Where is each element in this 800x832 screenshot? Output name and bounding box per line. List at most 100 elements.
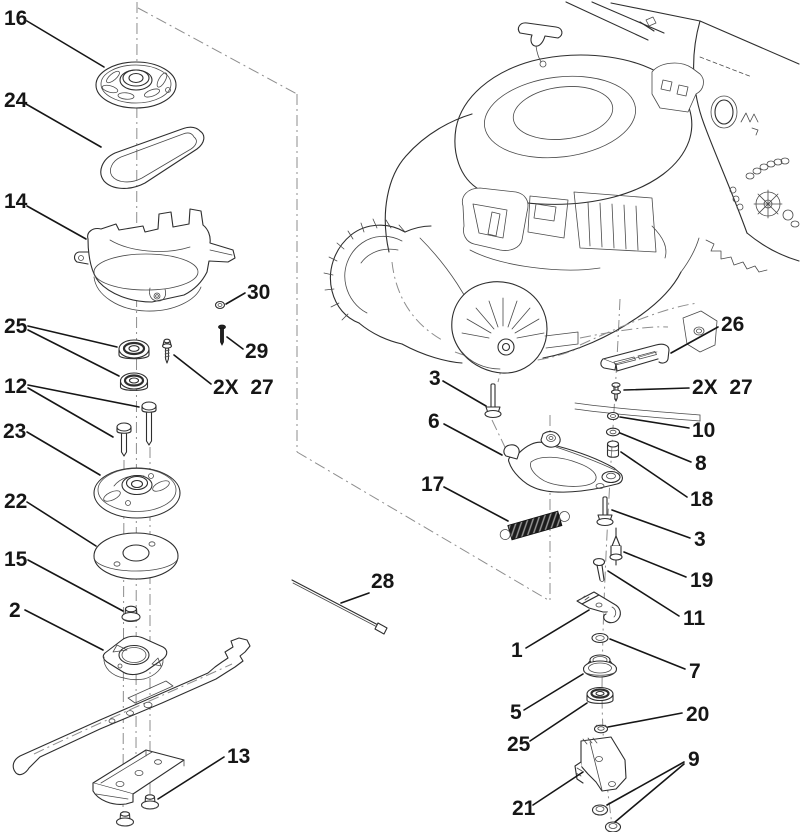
bearing-cup: [582, 654, 618, 678]
flange-nut-13-b: [115, 811, 135, 827]
screw-27-left: [161, 338, 173, 364]
callout-label-14: 14: [4, 190, 28, 213]
leader-line-28: [340, 592, 370, 604]
screw-29: [218, 324, 226, 346]
leader-line-7: [609, 638, 686, 670]
callout-label-10: 10: [692, 419, 715, 442]
leader-line-26: [670, 326, 719, 354]
callout-label-27R: 2X 27: [692, 376, 753, 399]
rear-bracket: [682, 310, 718, 353]
recoil-starter: [484, 75, 636, 159]
callout-label-25L: 25: [4, 315, 28, 338]
leader-line-9-1: [614, 763, 685, 823]
handle-tubes: [565, 1, 665, 41]
extension-spring: [499, 510, 570, 541]
callout-label-16: 16: [4, 7, 27, 30]
washer-7: [591, 632, 609, 644]
bolt-3-right: [596, 496, 614, 527]
belt-cover: [74, 208, 236, 312]
bracket-1: [576, 591, 621, 624]
callout-label-5: 5: [510, 701, 522, 724]
bolt-3-left: [484, 383, 502, 419]
callout-label-30: 30: [247, 281, 270, 304]
engine-base: [461, 187, 667, 271]
washer-30: [214, 300, 226, 310]
engine-control-bracket: [651, 62, 704, 113]
callout-label-18: 18: [690, 488, 714, 511]
callout-label-21: 21: [512, 797, 536, 820]
wheel-cover: [451, 281, 579, 374]
callout-label-17: 17: [421, 473, 444, 496]
callout-label-11: 11: [683, 607, 706, 630]
spacer-18: [606, 440, 620, 458]
bearing-upper: [118, 339, 150, 360]
leader-line-24: [25, 103, 102, 148]
leader-line-10: [619, 416, 690, 429]
callout-label-27L: 2X 27: [213, 376, 274, 399]
bracket-26: [600, 343, 670, 372]
starter-handle: [517, 22, 563, 68]
drive-belt: [100, 126, 205, 189]
leader-line-25R: [529, 702, 588, 742]
leader-line-12-1: [27, 387, 114, 438]
construction-lines: [122, 1, 621, 832]
leader-line-25L: [27, 325, 118, 348]
nut-9-b: [604, 821, 622, 832]
leader-line-14: [26, 205, 87, 240]
leader-line-9: [606, 761, 685, 806]
leader-line-20: [607, 712, 683, 728]
bearing-25-right: [586, 686, 614, 704]
right-assembly: [291, 343, 670, 832]
leader-line-5: [523, 673, 584, 711]
blade-support-plate: [92, 749, 185, 805]
blade-stop-disc: [93, 532, 179, 580]
callout-label-8: 8: [695, 452, 707, 475]
callout-label-3L: 3: [429, 367, 441, 390]
leader-line-3R: [611, 509, 691, 539]
callout-label-29: 29: [245, 340, 268, 363]
callout-label-1: 1: [511, 639, 523, 662]
cover-fins: [461, 297, 545, 339]
leader-line-2: [24, 609, 104, 651]
leader-line-15: [27, 559, 124, 612]
callout-label-9: 9: [688, 748, 700, 771]
leader-line-27L: [173, 354, 212, 385]
leader-line-25L-1: [27, 329, 120, 377]
leader-line-30: [225, 292, 246, 305]
bolt-12-left: [116, 422, 132, 457]
leader-line-3L: [442, 380, 487, 407]
left-assembly: [12, 61, 251, 827]
nut-20: [593, 724, 609, 734]
callout-label-2: 2: [9, 599, 21, 622]
leader-line-21: [532, 771, 584, 806]
nut-9-a: [591, 804, 609, 816]
front-bumper: [323, 218, 406, 324]
bolt-12-right: [141, 401, 157, 446]
bracket-21: [574, 736, 627, 792]
callout-label-3R: 3: [694, 528, 706, 551]
flange-nut-13-a: [140, 794, 160, 810]
blade-adapter: [102, 635, 168, 681]
leader-line-12: [27, 384, 140, 408]
leader-line-18: [620, 451, 688, 498]
muffler: [461, 187, 529, 251]
screw-27-right: [610, 382, 622, 402]
callout-label-22: 22: [4, 490, 27, 513]
blade-drive-pulley: [93, 467, 181, 519]
bearing-lower: [119, 372, 149, 391]
leader-line-13: [157, 756, 225, 800]
leader-line-1: [525, 609, 590, 649]
callout-label-12: 12: [4, 375, 27, 398]
blade: [12, 637, 251, 776]
callout-label-13: 13: [227, 745, 250, 768]
leader-line-11: [607, 570, 680, 617]
transmission-pulley: [95, 61, 177, 109]
leader-line-6: [443, 423, 503, 456]
callout-label-7: 7: [689, 660, 701, 683]
lower-handle-tube: [574, 402, 701, 422]
handle-panel: [610, 2, 800, 273]
pin-19: [609, 527, 623, 566]
callout-label-23: 23: [3, 420, 26, 443]
